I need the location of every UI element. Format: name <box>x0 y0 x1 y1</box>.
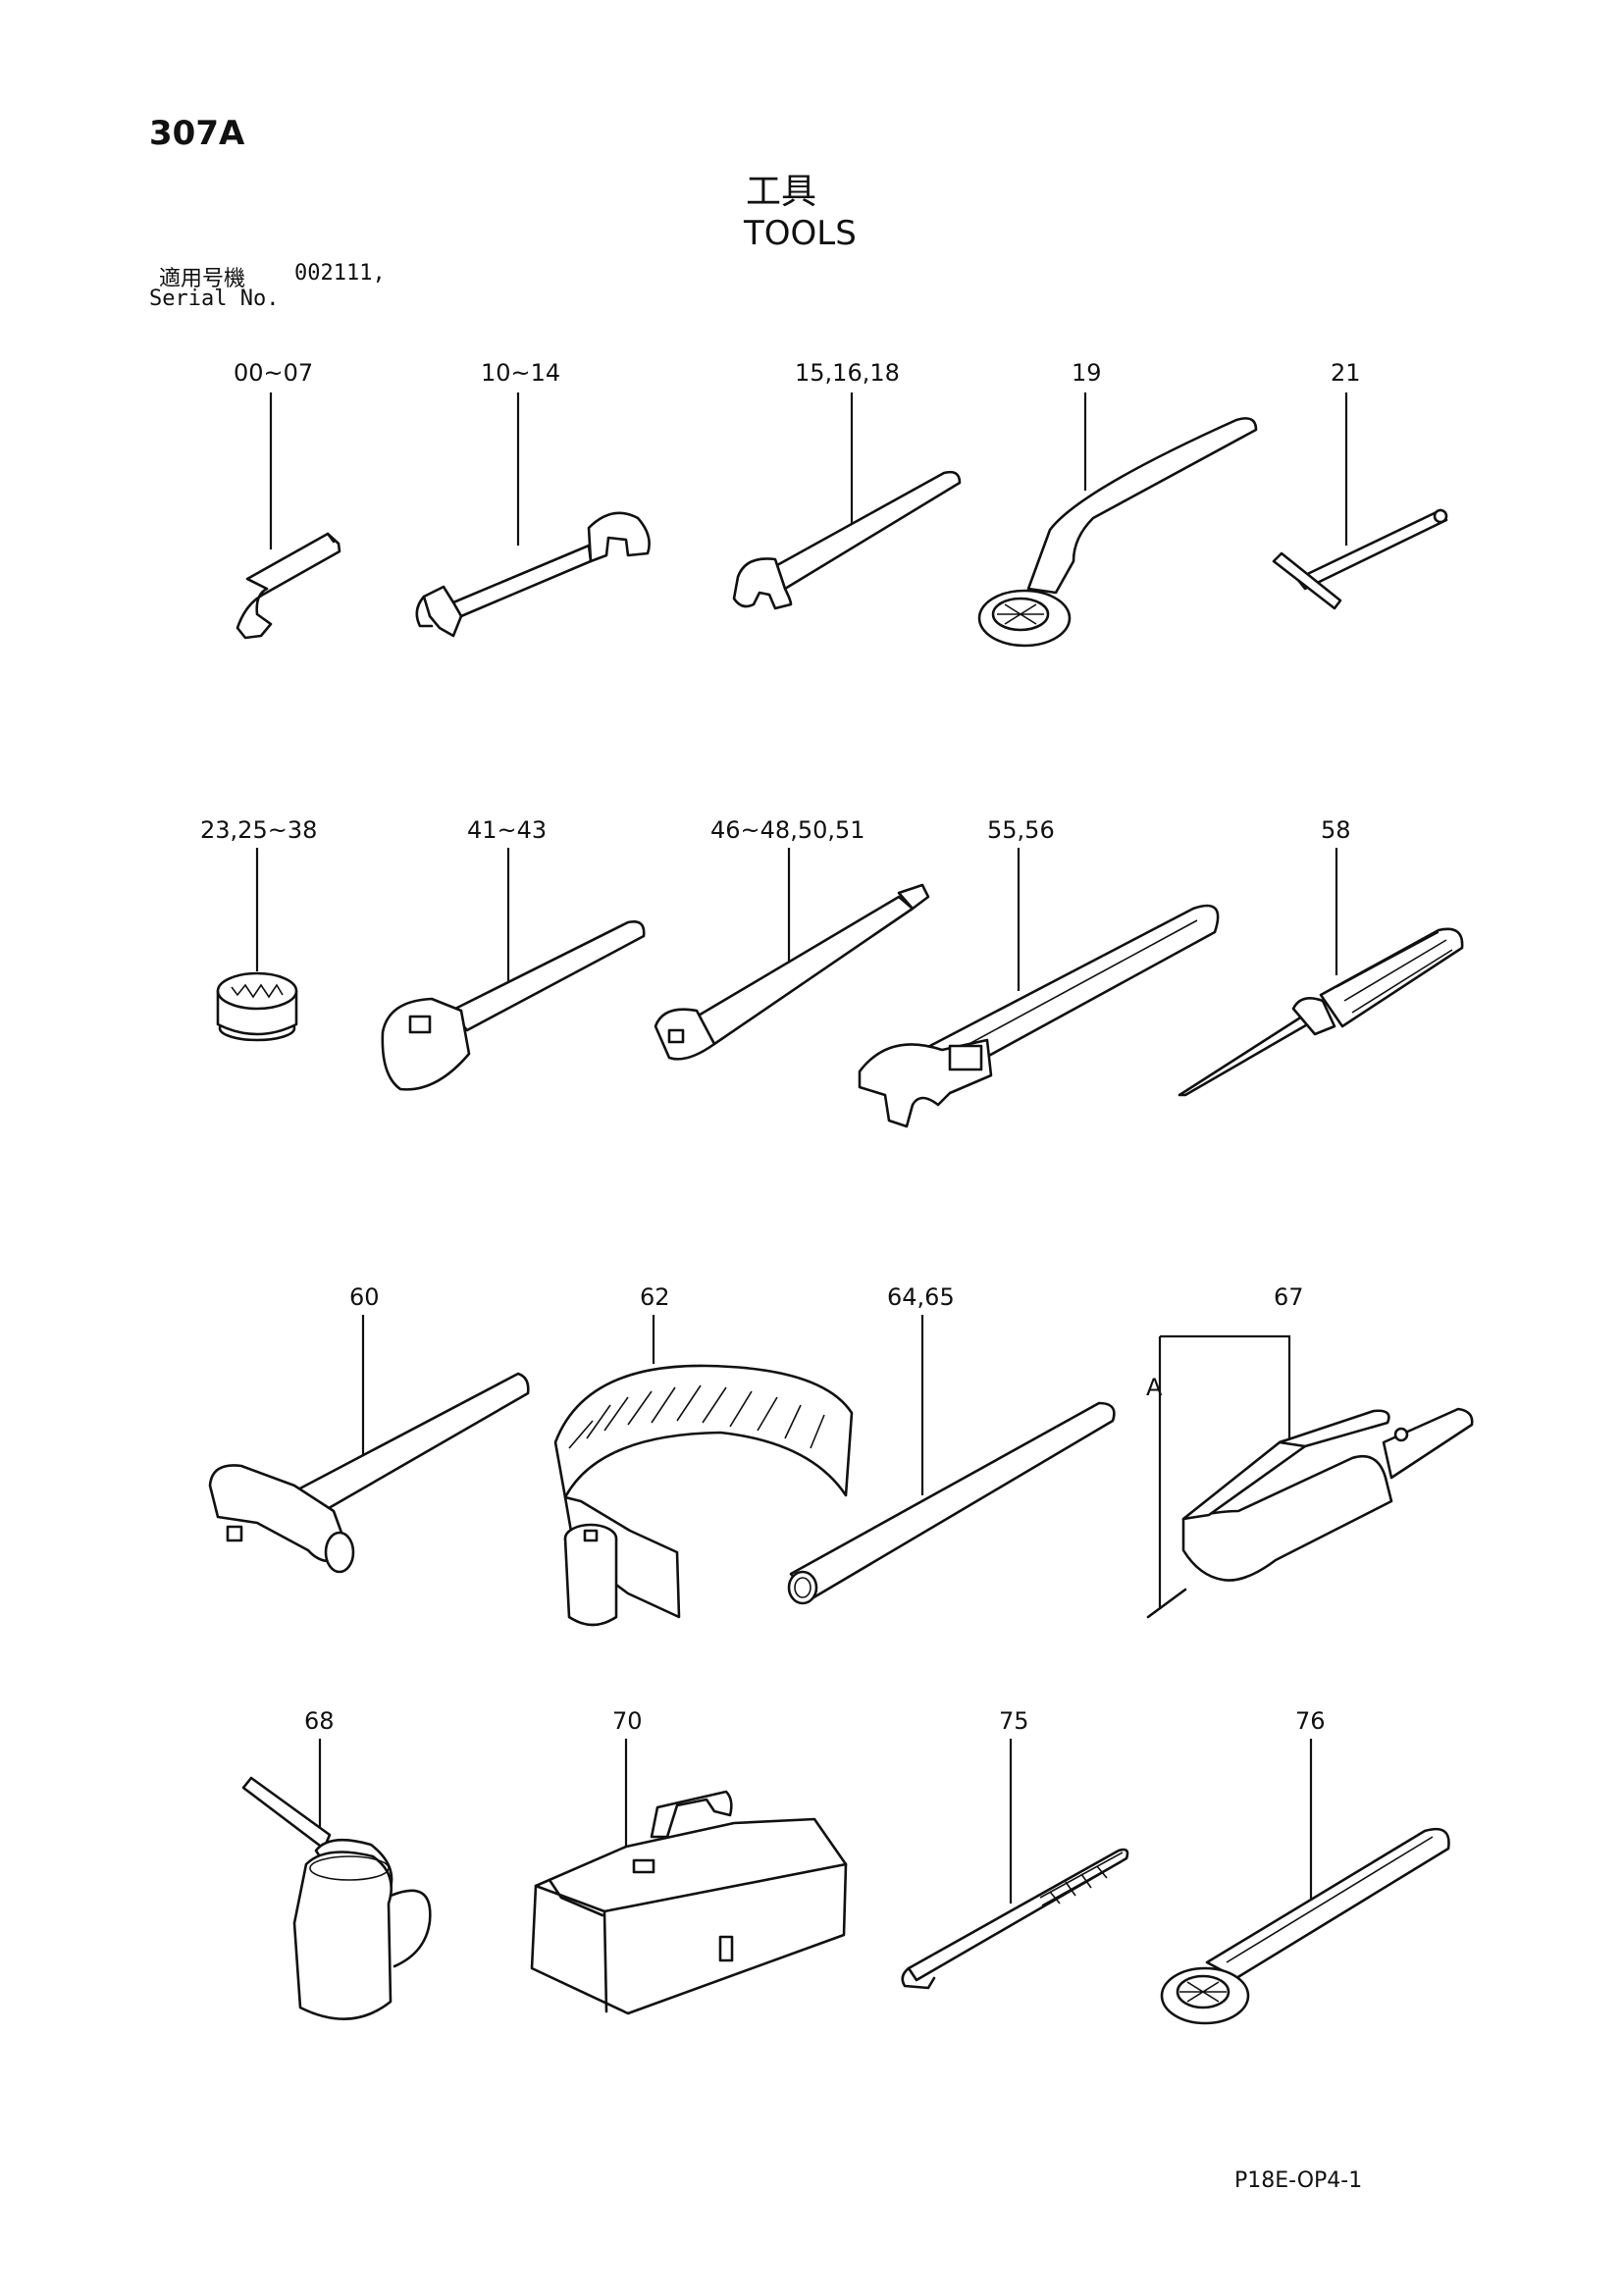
callout-label-67: 67 <box>1274 1283 1304 1311</box>
serial-value: 002111, <box>294 261 386 286</box>
callout-label-58: 58 <box>1321 816 1351 844</box>
callout-label-64-65: 64,65 <box>887 1283 955 1311</box>
screwdriver-drawing <box>1179 848 1462 1095</box>
filter-wrench-drawing <box>555 1315 852 1625</box>
callout-label-68: 68 <box>304 1707 335 1735</box>
open-end-wrench-drawing <box>734 392 960 608</box>
pipe-drawing <box>789 1315 1114 1603</box>
callout-label-21: 21 <box>1331 359 1361 387</box>
callout-label-41-43: 41~43 <box>467 816 548 844</box>
callout-label-A: A <box>1146 1374 1163 1401</box>
offset-ring-spanner-drawing <box>979 392 1256 646</box>
hammer-drawing <box>210 1315 528 1572</box>
callout-label-46-48-50-51: 46~48,50,51 <box>710 816 865 844</box>
t-handle-wrench-drawing <box>1274 392 1446 608</box>
pin-remover-drawing <box>903 1739 1127 1988</box>
callout-label-76: 76 <box>1295 1707 1326 1735</box>
socket-drawing <box>218 848 296 1040</box>
callout-label-70: 70 <box>612 1707 643 1735</box>
page-title-jp: 工具 <box>746 172 817 212</box>
serial-label-en: Serial No. <box>149 287 280 311</box>
page-title-en: TOOLS <box>744 214 857 253</box>
ratchet-handle-drawing <box>383 848 644 1089</box>
document-code: P18E-OP4-1 <box>1234 2168 1363 2193</box>
callout-label-10-14: 10~14 <box>481 359 561 387</box>
serial-label-jp: 適用号機 <box>159 267 246 291</box>
double-open-wrench-drawing <box>417 392 650 636</box>
callout-label-62: 62 <box>640 1283 670 1311</box>
oil-can-drawing <box>243 1739 430 2019</box>
tool-box-drawing <box>532 1739 846 2013</box>
callout-label-75: 75 <box>999 1707 1029 1735</box>
page-code: 307A <box>149 114 245 153</box>
callout-label-00-07: 00~07 <box>234 359 314 387</box>
adjustable-wrench-drawing <box>860 848 1218 1126</box>
extension-bar-drawing <box>655 848 928 1059</box>
hex-key-drawing <box>237 392 340 638</box>
ring-spanner-drawing <box>1162 1739 1449 2023</box>
callout-label-23-25-38: 23,25~38 <box>200 816 318 844</box>
callout-label-55-56: 55,56 <box>987 816 1055 844</box>
callout-label-19: 19 <box>1072 359 1102 387</box>
callout-label-60: 60 <box>349 1283 380 1311</box>
grease-gun-drawing <box>1148 1336 1472 1617</box>
callout-label-15-16-18: 15,16,18 <box>795 359 900 387</box>
